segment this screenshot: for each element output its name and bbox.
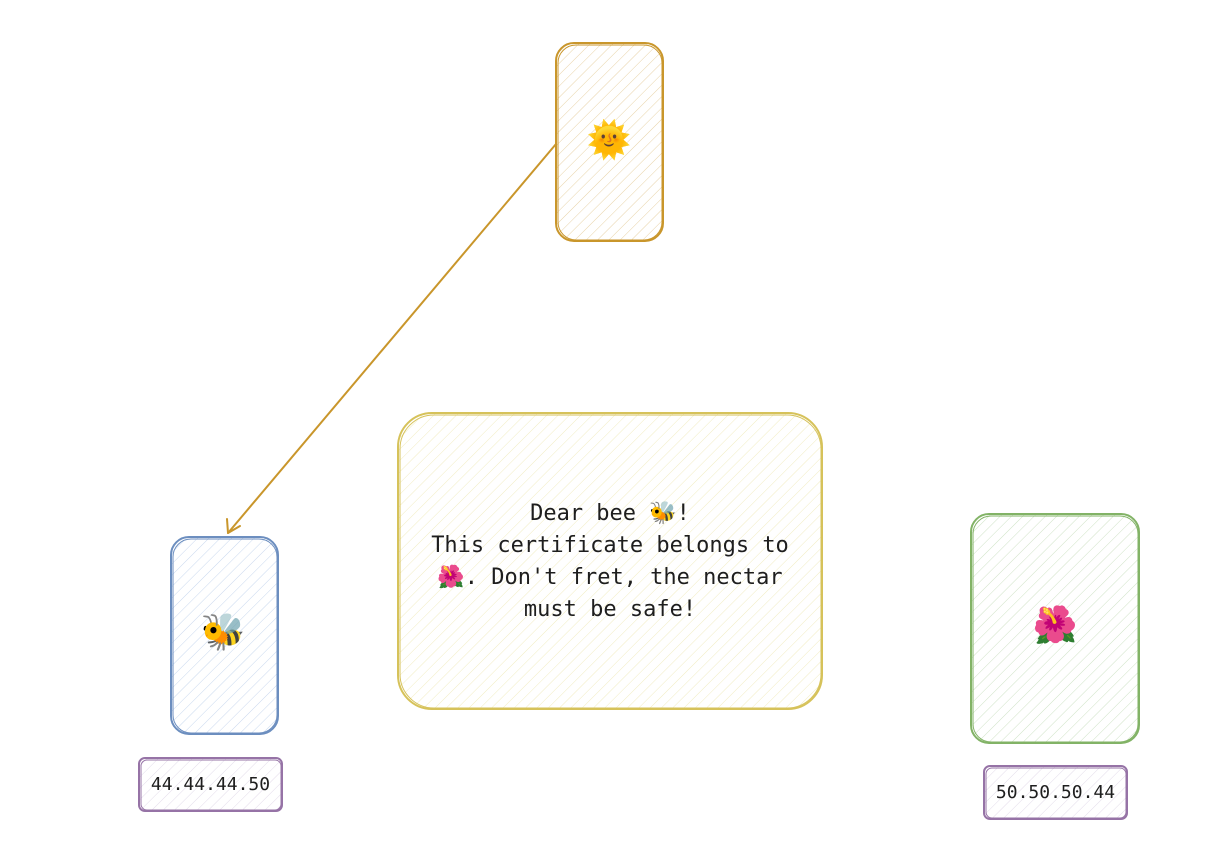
note-line-2: This certificate belongs to xyxy=(431,533,789,558)
flower-ip-label-box[interactable] xyxy=(983,765,1128,820)
note-line-4: must be safe! xyxy=(523,597,697,622)
note-text: Dear bee 🐝! This certificate belongs to … xyxy=(398,414,822,710)
bee-node-box[interactable] xyxy=(170,536,279,735)
hibiscus-icon: 🌺 xyxy=(1032,605,1078,646)
sun-with-face-icon: 🌞 xyxy=(586,120,632,161)
flower-ip-label: 50.50.50.44 xyxy=(995,782,1116,803)
sun-to-bee-arrow[interactable] xyxy=(226,143,557,534)
sun-node-box[interactable] xyxy=(555,42,664,242)
bee-ip-label: 44.44.44.50 xyxy=(150,774,271,795)
flower-node-box[interactable] xyxy=(970,513,1140,744)
honeybee-icon: 🐝 xyxy=(200,612,246,653)
bee-ip-label-box[interactable] xyxy=(138,757,283,812)
note-line-1: Dear bee 🐝! xyxy=(530,501,690,526)
note-box[interactable] xyxy=(397,412,823,710)
note-line-3: 🌺. Don't fret, the nectar xyxy=(437,565,783,590)
